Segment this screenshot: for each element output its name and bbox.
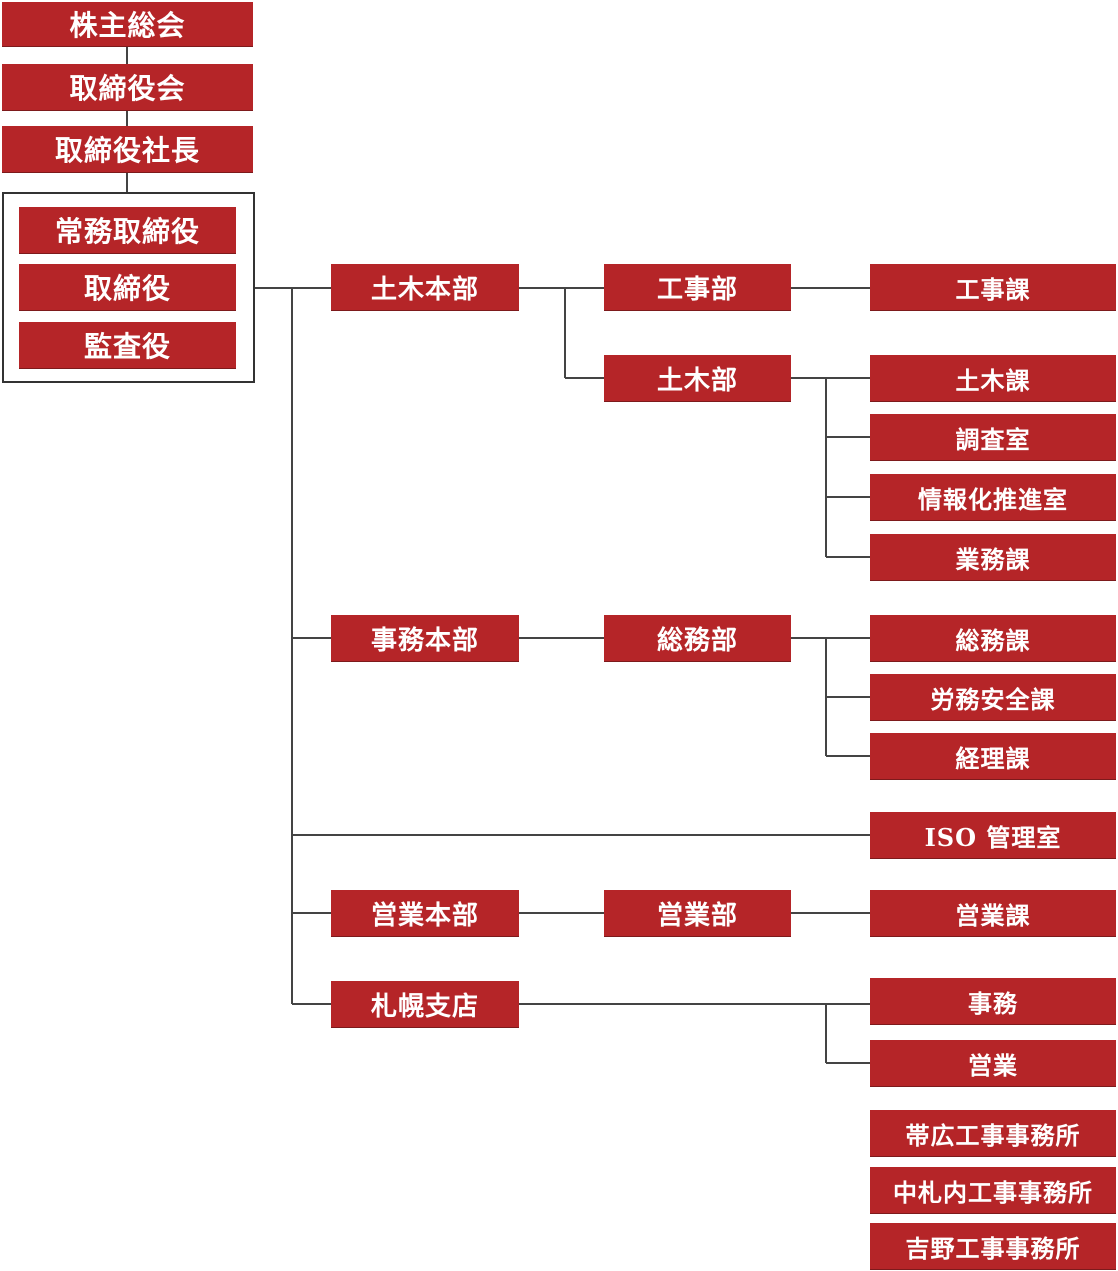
operations-section-box: 業務課: [870, 534, 1116, 580]
president-box: 取締役社長: [2, 126, 253, 172]
it-promotion-office-box: 情報化推進室: [870, 474, 1116, 520]
obihiro-site-office-box: 帯広工事事務所: [870, 1110, 1116, 1156]
branch-sales-box: 営業: [870, 1040, 1116, 1086]
sales-hq-box: 営業本部: [331, 890, 519, 936]
admin-hq-box: 事務本部: [331, 615, 519, 661]
branch-admin-box: 事務: [870, 978, 1116, 1024]
construction-dept-box: 工事部: [604, 264, 791, 310]
construction-section-box: 工事課: [870, 264, 1116, 310]
labor-safety-section-box: 労務安全課: [870, 674, 1116, 720]
civil-hq-box: 土木本部: [331, 264, 519, 310]
civil-section-box: 土木課: [870, 355, 1116, 401]
yoshino-site-office-box: 吉野工事事務所: [870, 1223, 1116, 1269]
general-affairs-section-box: 総務課: [870, 615, 1116, 661]
director-box: 取締役: [19, 264, 236, 310]
managing-director-box: 常務取締役: [19, 207, 236, 253]
survey-office-box: 調査室: [870, 414, 1116, 460]
accounting-section-box: 経理課: [870, 733, 1116, 779]
auditor-box: 監査役: [19, 322, 236, 368]
civil-dept-box: 土木部: [604, 355, 791, 401]
sapporo-branch-box: 札幌支店: [331, 981, 519, 1027]
sales-dept-box: 営業部: [604, 890, 791, 936]
shareholders-meeting-box: 株主総会: [2, 2, 253, 46]
sales-section-box: 営業課: [870, 890, 1116, 936]
general-affairs-dept-box: 総務部: [604, 615, 791, 661]
nakasatsunai-site-office-box: 中札内工事事務所: [870, 1167, 1116, 1213]
iso-office-box: ISO 管理室: [870, 812, 1116, 858]
board-of-directors-box: 取締役会: [2, 64, 253, 110]
